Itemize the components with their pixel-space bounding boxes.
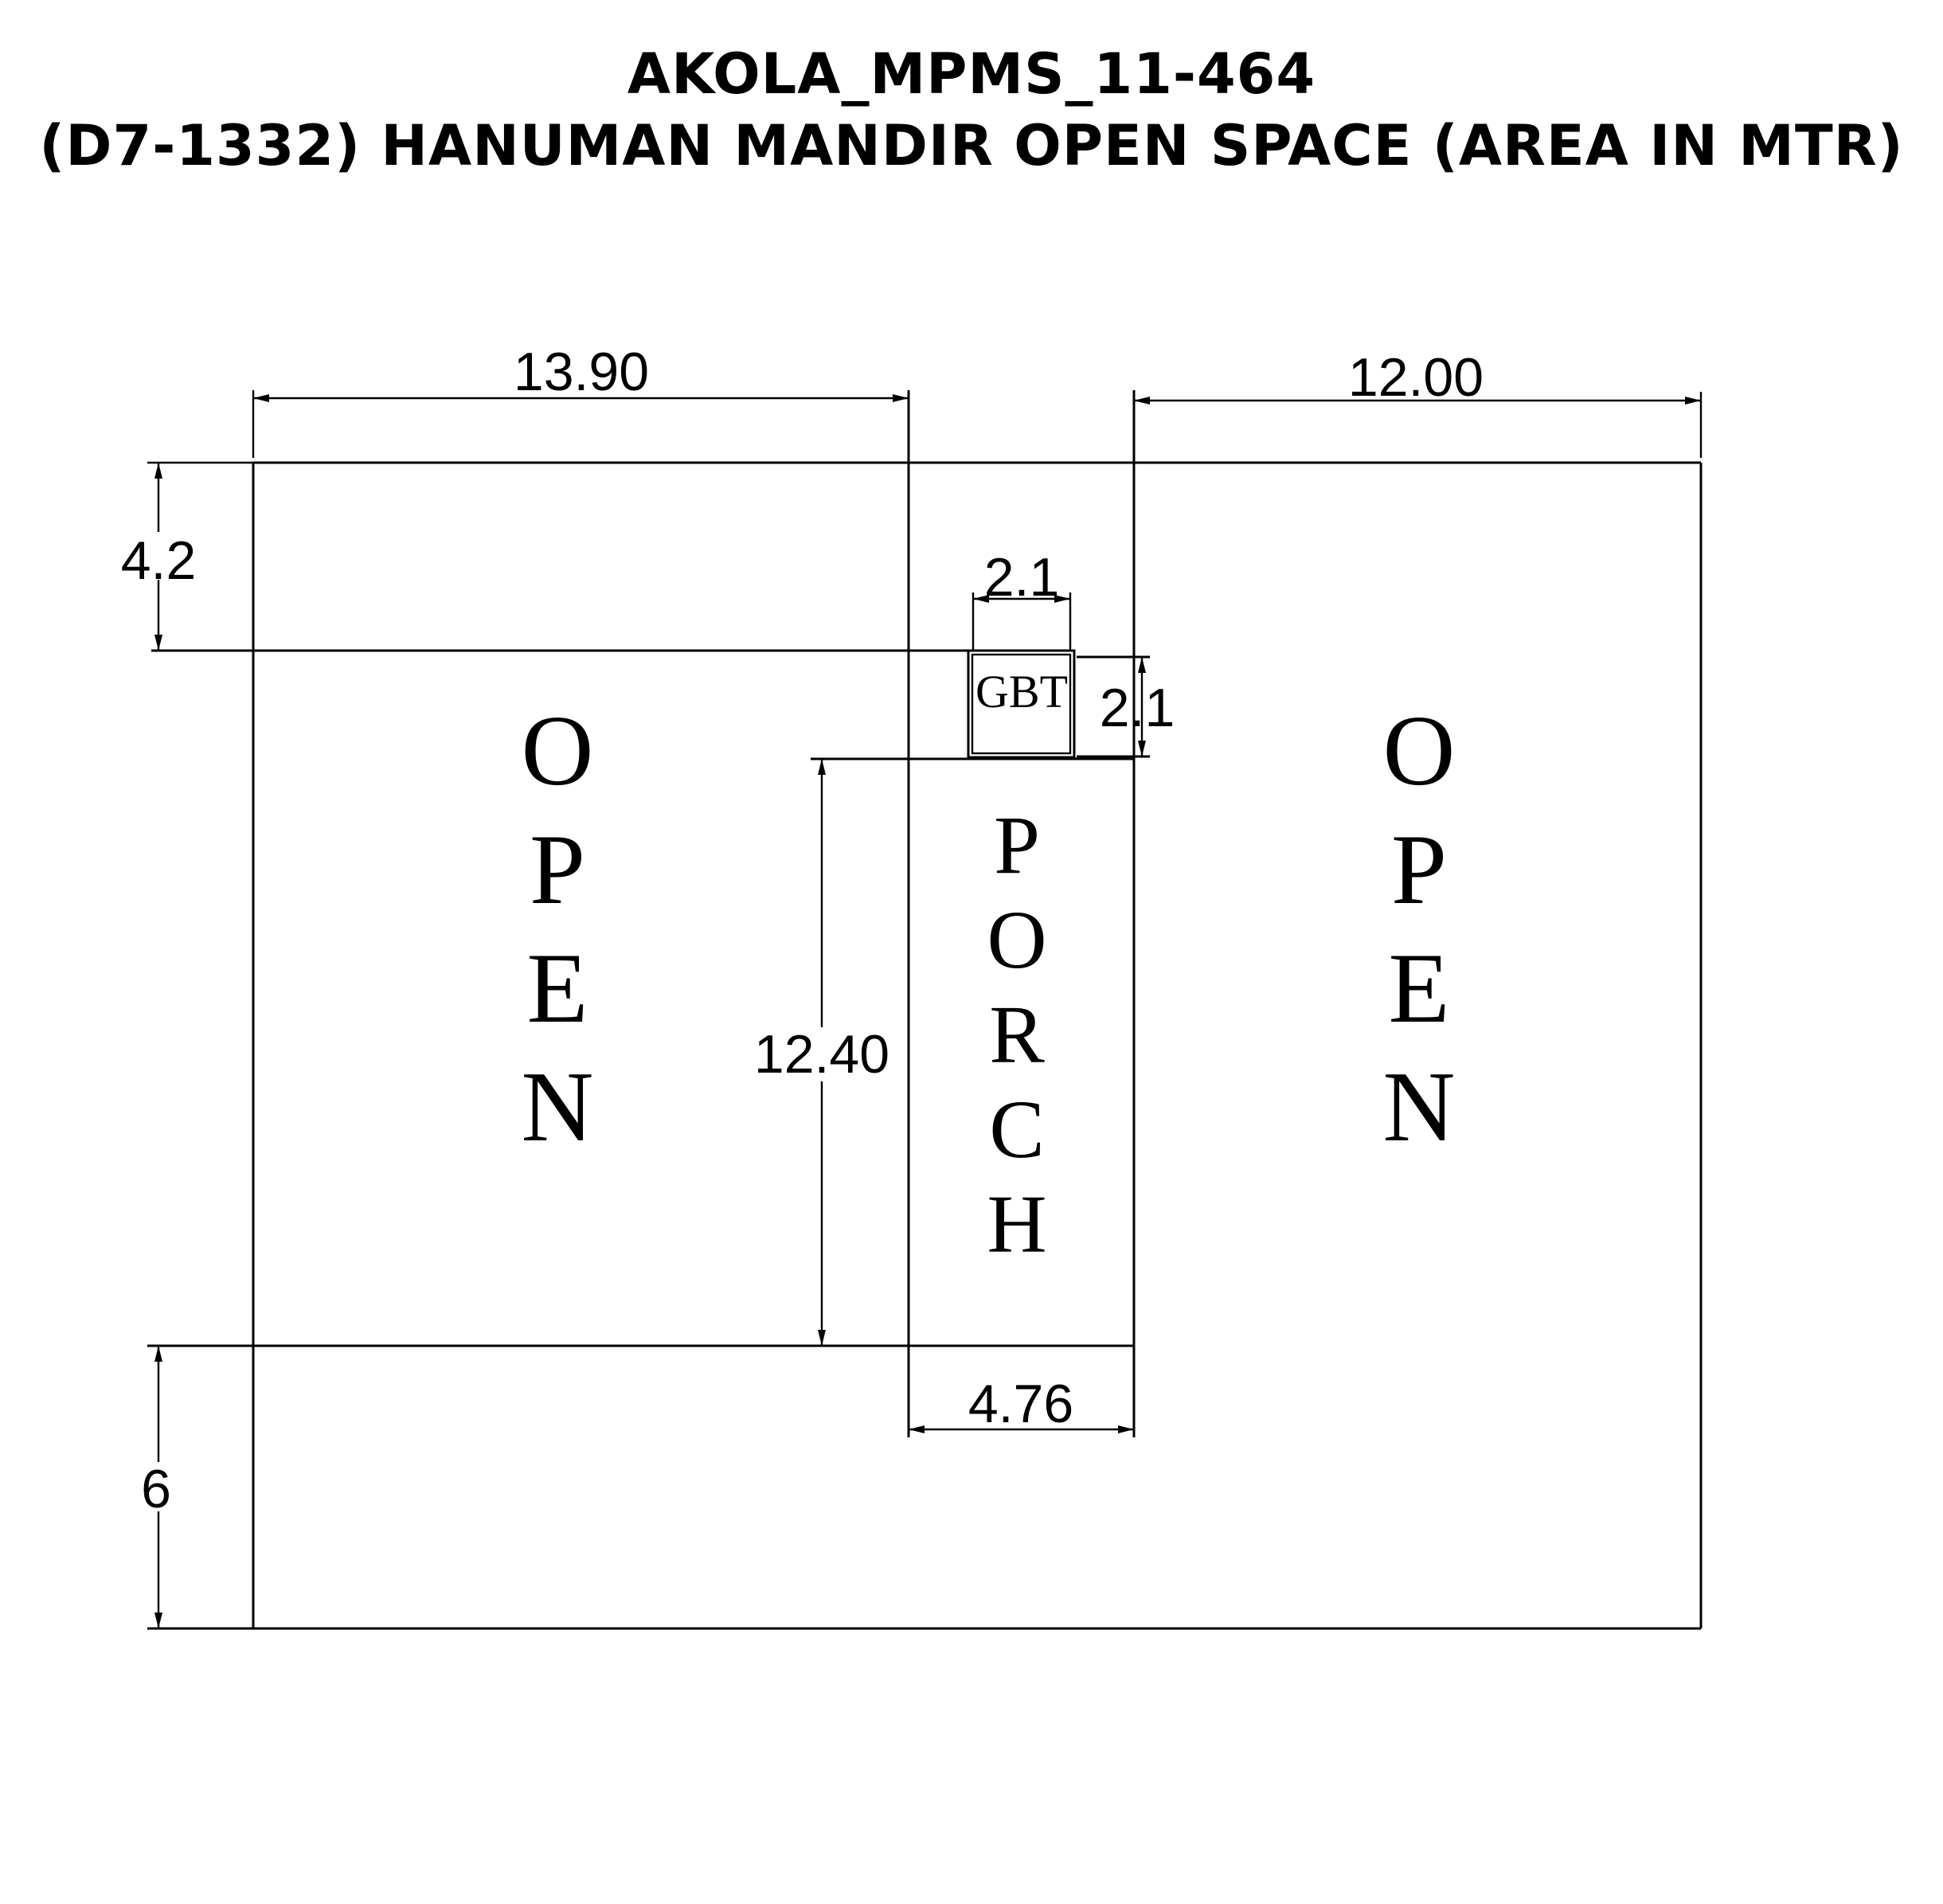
dimension-porch-height: 12.40 (749, 759, 893, 1346)
dimension-top-left-width: 13.90 (252, 342, 909, 458)
title-line-2: (D7-1332) HANUMAN MANDIR OPEN SPACE (ARE… (39, 113, 1904, 178)
dimension-label: 4.2 (121, 530, 197, 591)
dimension-label: 12.00 (1348, 347, 1484, 408)
letter: C (989, 1084, 1044, 1175)
letter: P (994, 800, 1040, 891)
dimension-gbt-height: 2.1 (1100, 657, 1175, 757)
letter: R (989, 989, 1045, 1081)
dimension-label: 2.1 (984, 547, 1060, 608)
dimension-label: 2.1 (1100, 678, 1175, 738)
dimension-label: 12.40 (754, 1024, 889, 1085)
gbt-label: GBT (975, 666, 1068, 717)
dimension-label: 4.76 (968, 1374, 1073, 1434)
letter: H (987, 1179, 1046, 1270)
left-open-label: O P E N (522, 696, 594, 1163)
letter: E (1389, 933, 1450, 1044)
dimension-top-right-width: 12.00 (1134, 347, 1703, 458)
title-line-1: AKOLA_MPMS_11-464 (627, 41, 1316, 107)
letter: O (987, 894, 1046, 986)
plot-boundary (147, 461, 1703, 1630)
letter: O (1383, 696, 1456, 807)
porch-label: P O R C H (987, 800, 1046, 1270)
dimension-left-top-height: 4.2 (121, 461, 253, 651)
letter: P (1391, 815, 1447, 925)
letter: E (527, 933, 588, 1044)
dimension-porch-width: 4.76 (909, 1374, 1134, 1434)
right-open-label: O P E N (1383, 696, 1456, 1163)
dimension-gbt-width: 2.1 (972, 547, 1072, 651)
letter: N (522, 1052, 594, 1163)
dimension-label: 13.90 (514, 342, 649, 402)
dimension-left-bottom-height: 6 (131, 1346, 179, 1628)
letter: P (530, 815, 585, 925)
letter: N (1383, 1052, 1456, 1163)
gbt-tank: GBT (967, 649, 1076, 759)
dimension-label: 6 (141, 1459, 171, 1519)
internal-lines (147, 390, 1136, 1437)
letter: O (522, 696, 594, 807)
